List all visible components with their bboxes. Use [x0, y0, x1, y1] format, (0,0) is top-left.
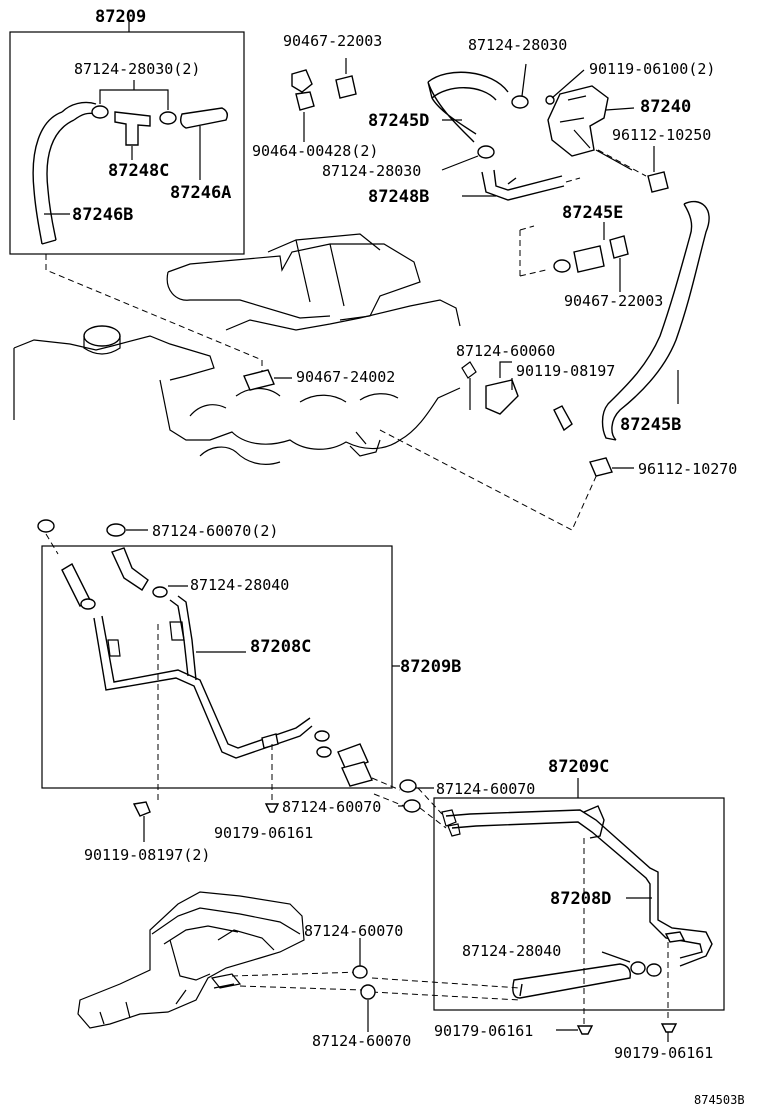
grommet-90179-06161-mid: [576, 1025, 594, 1035]
joint-clamps: 87124-60070 87124-60070 90179-06161 9011…: [84, 777, 535, 864]
label-90119-06100: 90119-06100(2): [589, 60, 715, 78]
cap-87124-60070-b: [106, 523, 126, 537]
clamp-96112-10270: [589, 457, 613, 477]
label-87124-28040-right: 87124-28040: [462, 942, 561, 960]
label-87248b: 87248B: [368, 187, 429, 207]
bracket-87208c: [261, 733, 279, 749]
label-87124-60060: 87124-60060: [456, 342, 555, 360]
hose-87246a: [179, 107, 229, 129]
label-90119-08197-2: 90119-08197(2): [84, 846, 210, 864]
clamp-90467-24002: [243, 369, 275, 391]
label-87245d: 87245D: [368, 111, 429, 131]
label-87209c: 87209C: [548, 757, 609, 777]
label-87246a: 87246A: [170, 183, 231, 203]
label-87124-28030-2-top: 87124-28030(2): [74, 60, 200, 78]
clamp-parts-top-middle: 90467-22003 90464-00428(2): [252, 32, 382, 160]
label-87246b: 87246B: [72, 205, 133, 225]
pipe-87208d: [445, 805, 713, 967]
clip-90464-00428: [291, 69, 315, 111]
label-90179-06161-right: 90179-06161: [614, 1044, 713, 1062]
hose-87245e: [573, 245, 605, 273]
pipe-87208c: [93, 595, 313, 759]
bracket-87124-60060: [485, 379, 519, 415]
label-87245e: 87245E: [562, 203, 623, 223]
hose-87245b-group: 87245B: [601, 200, 710, 441]
clamp-90467-22003-top: [335, 75, 357, 99]
label-87208d: 87208D: [550, 889, 611, 909]
clamp-87124-60070-b: [403, 799, 421, 813]
cap-87124-60070-a: [37, 519, 55, 533]
clamp-87124-60070-d: [360, 984, 376, 1000]
label-87124-60070-c: 87124-60070: [304, 922, 403, 940]
hose-87245e-group: 87245E 90467-22003: [519, 203, 663, 310]
clamp-right-2: [316, 746, 332, 758]
group-87209: 87209 87124-28030(2) 87248C 87246A 87246…: [9, 7, 245, 255]
label-87124-60070-d: 87124-60070: [312, 1032, 411, 1050]
label-87248c: 87248C: [108, 161, 169, 181]
diagram-id: 874503B: [694, 1093, 745, 1107]
label-87124-60070-2: 87124-60070(2): [152, 522, 278, 540]
clamp-87124-28030-b: [159, 111, 177, 125]
label-90179-06161-left: 90179-06161: [214, 824, 313, 842]
grommet-90179-06161-right: [660, 1023, 678, 1033]
label-87208c: 87208C: [250, 637, 311, 657]
engine-block: 90467-24002 87124-60060 90119-08197: [13, 233, 615, 465]
group-87209-label: 87209: [95, 7, 146, 27]
hose-lower-long: [512, 963, 631, 999]
clamp-87124-28030-mid: [477, 145, 495, 159]
hose-87245d: [427, 71, 509, 143]
group-87209b: 87124-60070(2) 87209B 87124-28040 87208C: [37, 519, 461, 804]
bolt-90119-08197: [553, 405, 573, 432]
label-96112-10250: 96112-10250: [612, 126, 711, 144]
clamp-90467-22003-mid: [609, 235, 629, 259]
group-87209c: 87209C 87208D 87124-28040 90179-06161 90…: [433, 757, 725, 1062]
clamp-right-3: [646, 963, 662, 977]
clamp-87124-60070-c: [352, 965, 368, 979]
valve-87240: [547, 85, 609, 157]
pipe-87248b: [481, 169, 565, 201]
pipe-87248b-group: 87124-28030 87248B: [322, 145, 581, 207]
clamp-left-1: [80, 598, 96, 610]
clamp-87245e-left: [553, 259, 571, 273]
tee-87248c: [114, 111, 151, 146]
clamp-96112-10250: [647, 171, 669, 193]
hose-left-elbow: [111, 547, 149, 591]
label-90119-08197: 90119-08197: [516, 362, 615, 380]
clamp-87124-28040-right: [630, 961, 646, 975]
valve-assembly: 87124-28030 87245D 90119-06100(2) 87240 …: [368, 36, 715, 193]
clamp-96112-10270-group: 96112-10270: [589, 457, 737, 478]
label-87124-60070-b: 87124-60070: [282, 798, 381, 816]
clamp-87124-28040-left: [152, 586, 168, 598]
clamp-87124-28030-a: [91, 105, 109, 119]
clamp-87124-60070-a: [399, 779, 417, 793]
label-87124-60070-a: 87124-60070: [436, 780, 535, 798]
bolt-90119-08197-2: [132, 801, 151, 817]
hose-short-b: [341, 761, 373, 787]
label-90467-22003-top: 90467-22003: [283, 32, 382, 50]
hose-87245b: [601, 200, 710, 441]
label-90467-22003-mid: 90467-22003: [564, 292, 663, 310]
label-96112-10270: 96112-10270: [638, 460, 737, 478]
label-87245b: 87245B: [620, 415, 681, 435]
grommet-90179-06161-left: [264, 803, 280, 813]
label-90467-24002: 90467-24002: [296, 368, 395, 386]
label-87240: 87240: [640, 97, 691, 117]
clamp-right-1: [314, 730, 330, 742]
clamp-87124-28030-top: [511, 95, 529, 109]
label-87124-28030-top: 87124-28030: [468, 36, 567, 54]
label-90464-00428: 90464-00428(2): [252, 142, 378, 160]
label-90179-06161-mid: 90179-06161: [434, 1022, 533, 1040]
label-87124-28030-mid: 87124-28030: [322, 162, 421, 180]
heater-unit: 87124-60070 87124-60070: [77, 891, 521, 1050]
bracket-87208d: [664, 931, 686, 943]
hose-87246b: [32, 111, 75, 245]
label-87124-28040-left: 87124-28040: [190, 576, 289, 594]
oil-filler-cap: [83, 325, 121, 347]
label-87209b: 87209B: [400, 657, 461, 677]
